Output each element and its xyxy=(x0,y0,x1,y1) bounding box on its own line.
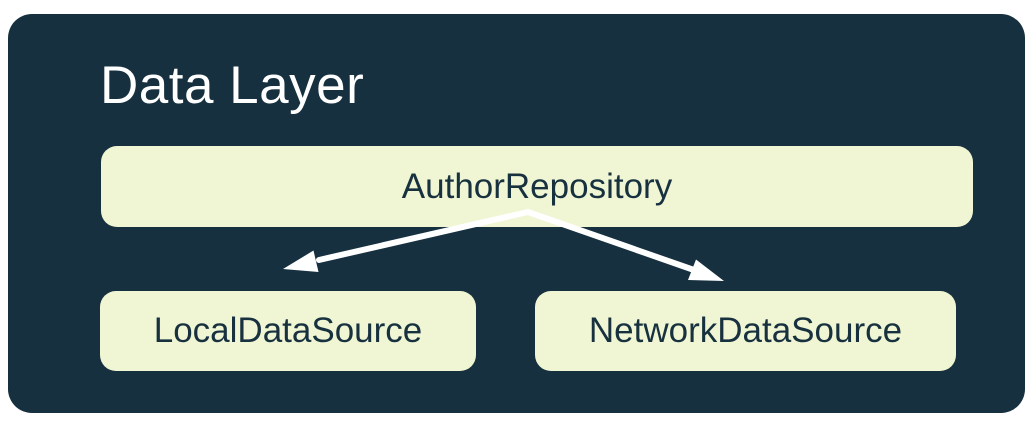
node-network-data-source: NetworkDataSource xyxy=(535,291,956,371)
node-local-data-source-label: LocalDataSource xyxy=(153,311,423,350)
node-network-data-source-label: NetworkDataSource xyxy=(588,311,903,350)
node-local-data-source: LocalDataSource xyxy=(100,291,476,371)
data-layer-card: Data Layer AuthorRepository LocalDataSou… xyxy=(8,14,1025,413)
node-author-repository-label: AuthorRepository xyxy=(401,166,673,206)
node-author-repository: AuthorRepository xyxy=(101,146,973,227)
card-title: Data Layer xyxy=(100,56,365,115)
